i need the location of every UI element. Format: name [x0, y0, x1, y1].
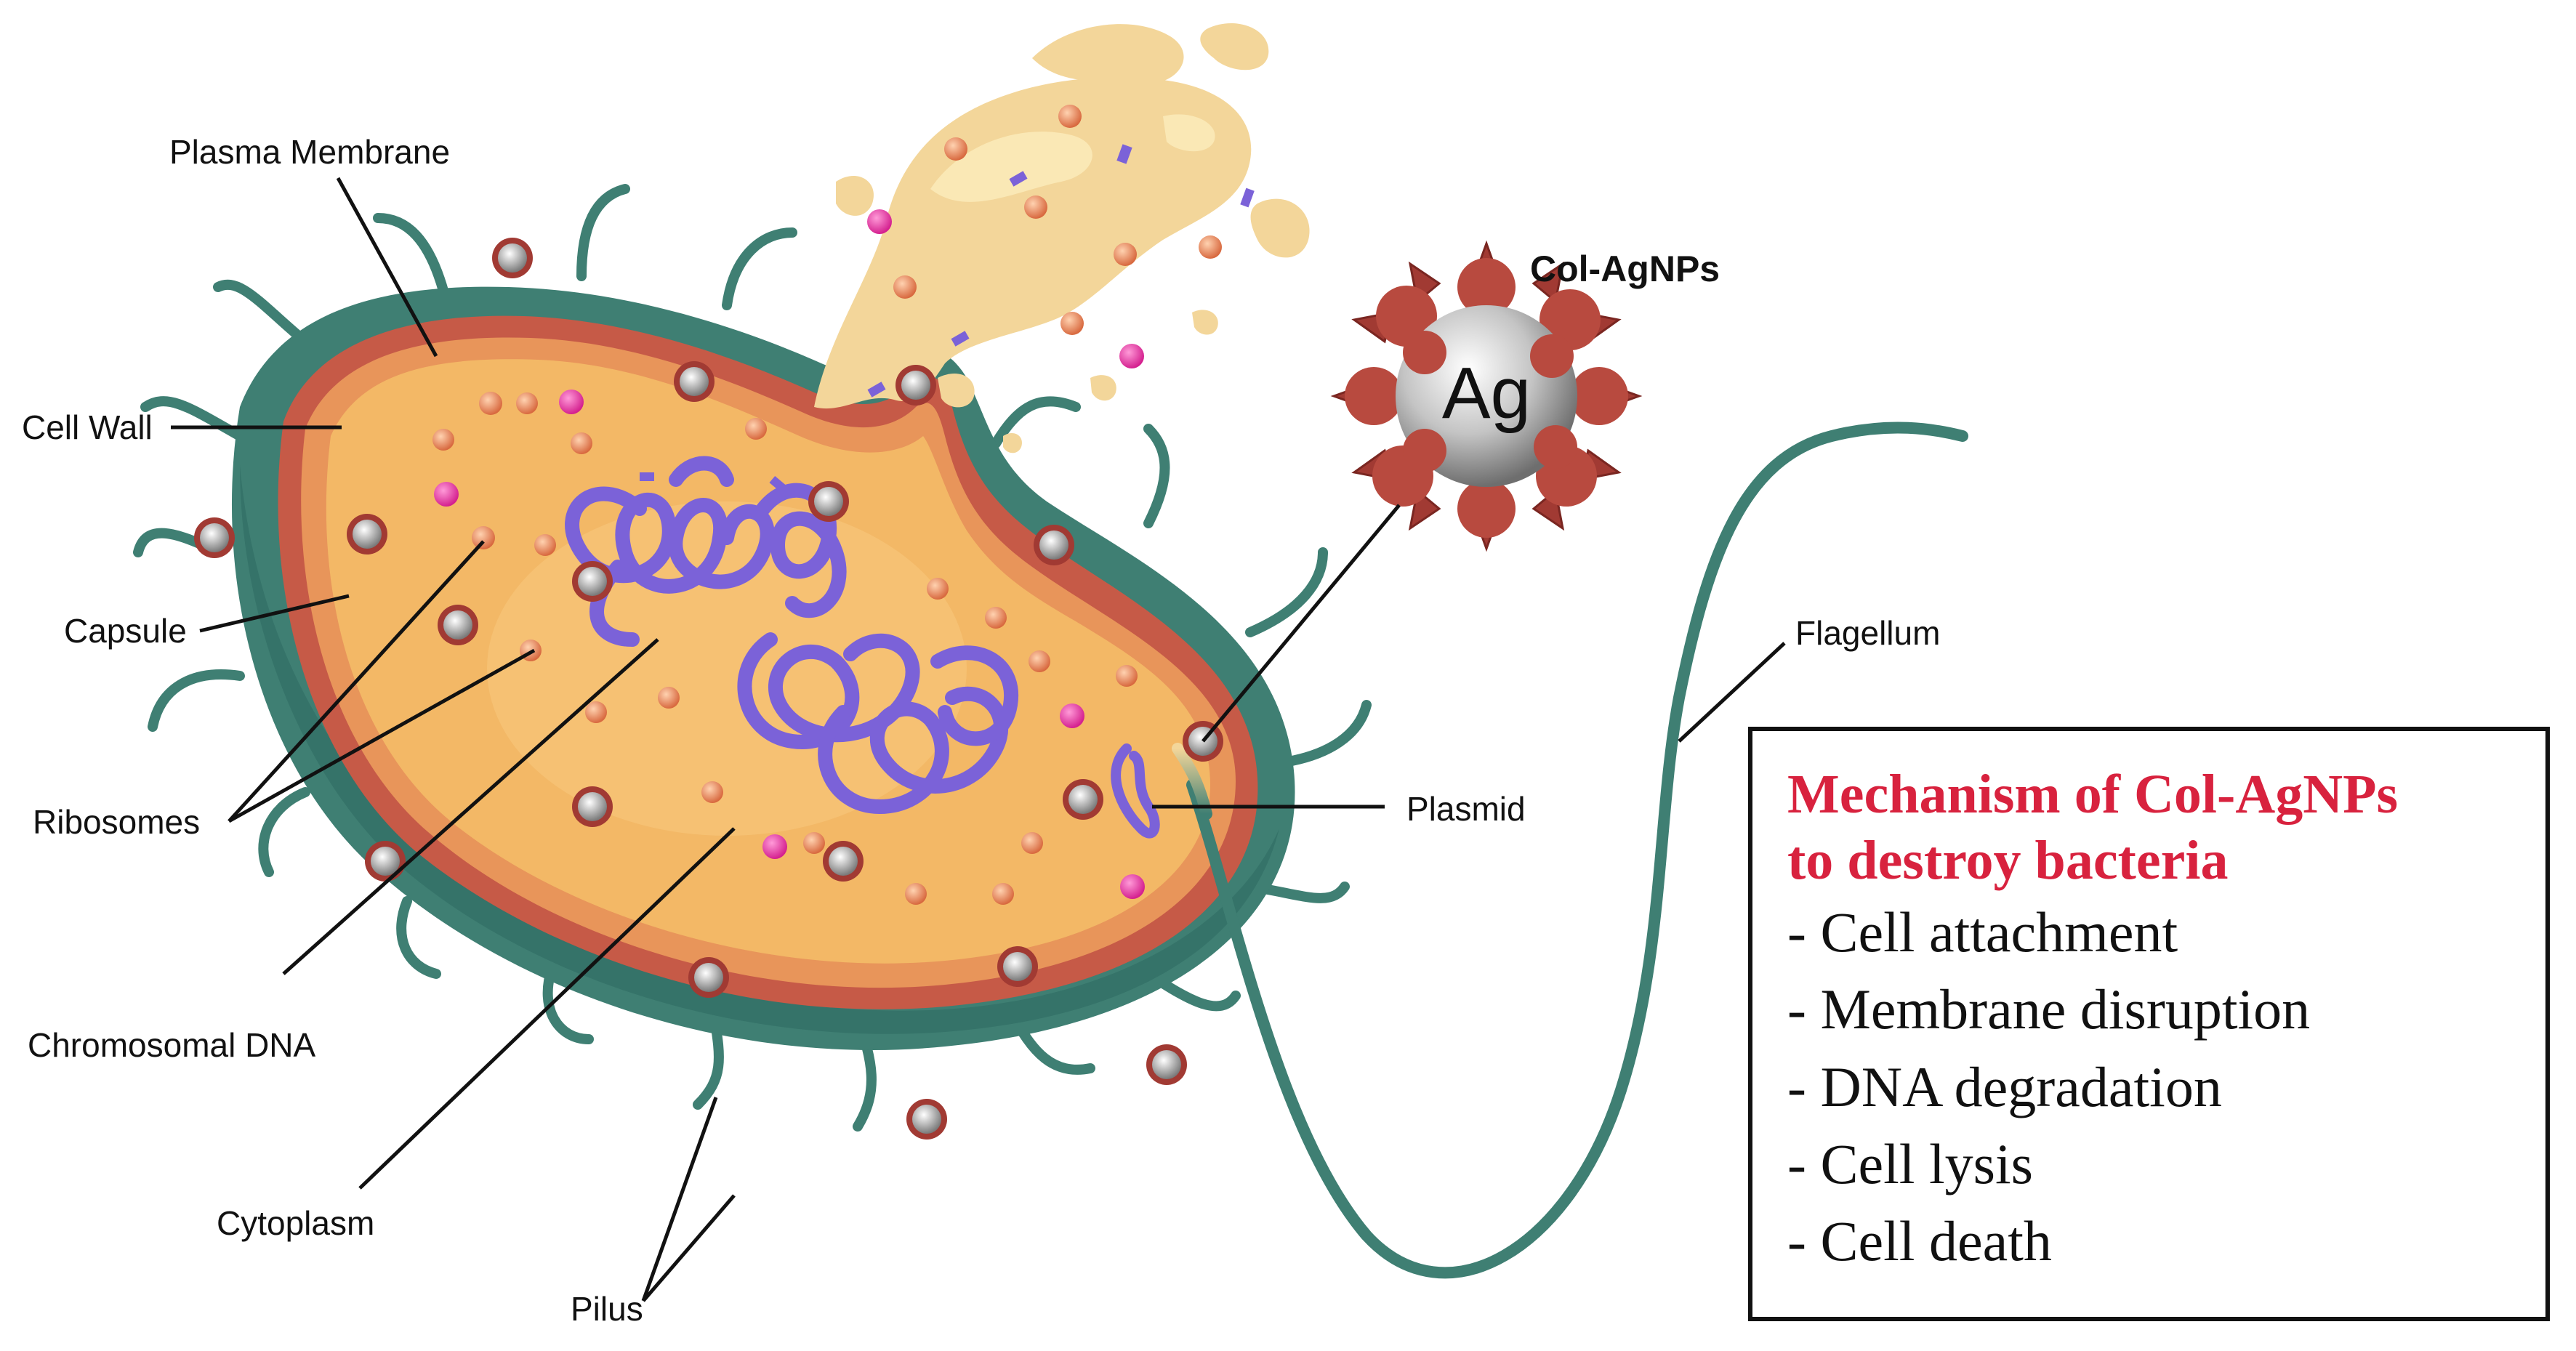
label-capsule: Capsule — [64, 612, 187, 650]
mechanism-item: - DNA degradation — [1787, 1054, 2222, 1118]
leader-lines — [171, 177, 1786, 1302]
mechanism-title-line2: to destroy bacteria — [1787, 830, 2229, 892]
cell-body — [231, 286, 1295, 1050]
cytoplasm-leak — [814, 23, 1310, 453]
label-pilus: Pilus — [571, 1290, 643, 1328]
label-plasma-membrane: Plasma Membrane — [169, 133, 451, 171]
label-cytoplasm: Cytoplasm — [217, 1204, 375, 1242]
plasmid — [1111, 743, 1160, 839]
mechanism-item: - Cell death — [1787, 1209, 2052, 1273]
mechanism-item: - Cell attachment — [1787, 900, 2178, 964]
mechanism-title-line1: Mechanism of Col-AgNPs — [1787, 764, 2399, 825]
label-plasmid: Plasmid — [1406, 790, 1526, 828]
label-chromosomal-dna: Chromosomal DNA — [28, 1026, 316, 1064]
ag-symbol: Ag — [1442, 352, 1531, 434]
label-cell-wall: Cell Wall — [22, 408, 153, 446]
ribosomes — [432, 105, 1222, 905]
mechanism-box: Mechanism of Col-AgNPs to destroy bacter… — [1748, 727, 2550, 1321]
label-flagellum: Flagellum — [1795, 614, 1941, 652]
flagellum — [1186, 422, 1968, 1279]
col-agnp-particle: Ag — [1330, 240, 1643, 552]
magenta-particles — [434, 209, 1145, 899]
mechanism-item: - Membrane disruption — [1787, 977, 2311, 1041]
label-ribosomes: Ribosomes — [33, 803, 201, 841]
mechanism-item: - Cell lysis — [1787, 1132, 2034, 1195]
label-col-agnps: Col-AgNPs — [1530, 249, 1720, 289]
dna-fragments — [640, 144, 1255, 493]
